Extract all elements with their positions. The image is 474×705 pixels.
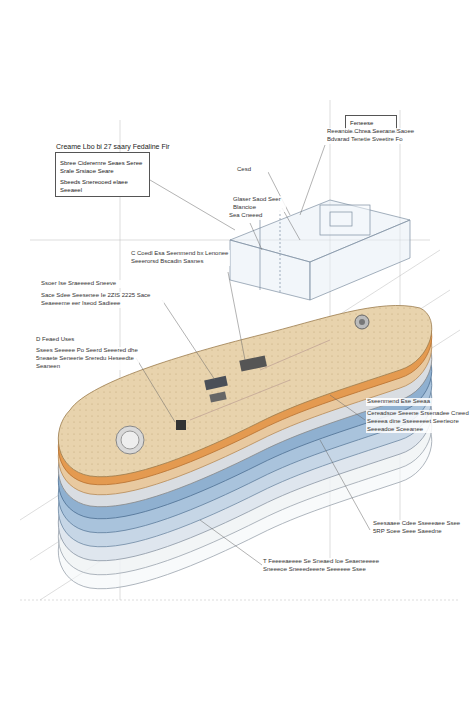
callout-label: T Feeeeaeeee Se Sneaed Ioe Seaeneeeee Sn… — [262, 558, 386, 574]
callout-label: Reeanoie Chrea Seerane Saoee Bdvarad Ten… — [326, 128, 428, 144]
note-box: Creame Lbo bi 27 saary Fedaline FirSbree… — [55, 152, 150, 197]
callout-label: C Coedl Esa Seenmend bx Lenonee Seeerors… — [130, 250, 230, 266]
callout-label: D Feaed Uses — [35, 336, 97, 344]
callout-label: Ssoer Ise Sraeeeed Sneeve — [40, 280, 132, 288]
callout-label: Seesaaee Cdee Sseeeaee Ssee 5RP Soee See… — [372, 520, 466, 536]
callout-label: Cereadsoe Seeene Srsenadee Cneed Seeeea … — [366, 410, 472, 433]
box-text: Sbree Ciderernre Seaes Seree Srale Srsia… — [60, 159, 145, 175]
callout-label: Sseenmend Ese Seeaa — [366, 398, 438, 406]
box-heading: Creame Lbo bi 27 saary Fedaline Fir — [56, 142, 170, 151]
callout-label: Sace Sdee Seesenee Ie 2ZIS 2225 Sace Sea… — [40, 292, 164, 308]
callout-label: Cesd — [236, 166, 268, 174]
sensor-components — [116, 315, 369, 454]
box-text: Sbeeds Snereooed elaee Seeaeel — [60, 178, 145, 194]
box-text: Fenееse — [350, 119, 392, 127]
callout-label: Ssees Seeeee Po Seerd Seeered dhe 5neaet… — [35, 347, 139, 370]
leader-lines — [136, 145, 370, 565]
callout-label: Glaser Saod Seer Blancioe — [232, 196, 286, 212]
callout-label: Sea Cneeed — [228, 212, 270, 220]
